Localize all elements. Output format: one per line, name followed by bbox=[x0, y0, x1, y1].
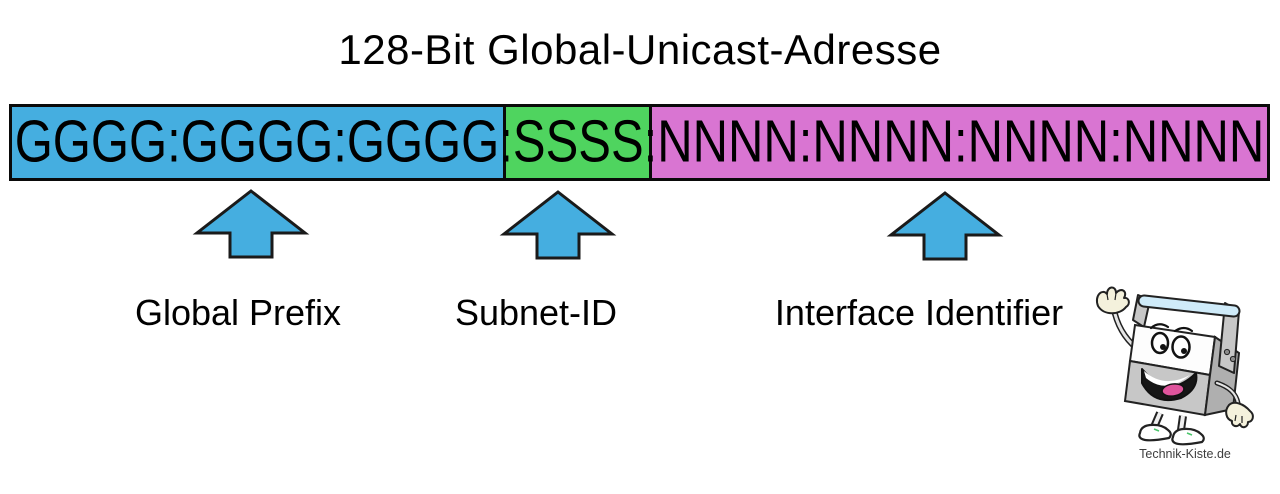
segment-subnet-id bbox=[505, 104, 653, 181]
segment-global-prefix bbox=[9, 104, 506, 181]
label-interface-identifier: Interface Identifier bbox=[774, 292, 1064, 333]
label-subnet-id: Subnet-ID bbox=[454, 292, 618, 333]
label-global-prefix: Global Prefix bbox=[134, 292, 342, 333]
up-arrow-icon bbox=[192, 189, 310, 259]
page-title: 128-Bit Global-Unicast-Adresse bbox=[338, 26, 942, 73]
up-arrow-icon bbox=[499, 190, 617, 260]
address-bar: GGGG:GGGG:GGGG:SSSS:NNNN:NNNN:NNNN:NNNN bbox=[9, 104, 1270, 181]
up-arrow-icon bbox=[886, 191, 1004, 261]
toolbox-mascot-icon bbox=[1096, 286, 1254, 446]
segment-interface-identifier bbox=[652, 104, 1270, 181]
watermark-text: Technik-Kiste.de bbox=[1139, 447, 1231, 461]
